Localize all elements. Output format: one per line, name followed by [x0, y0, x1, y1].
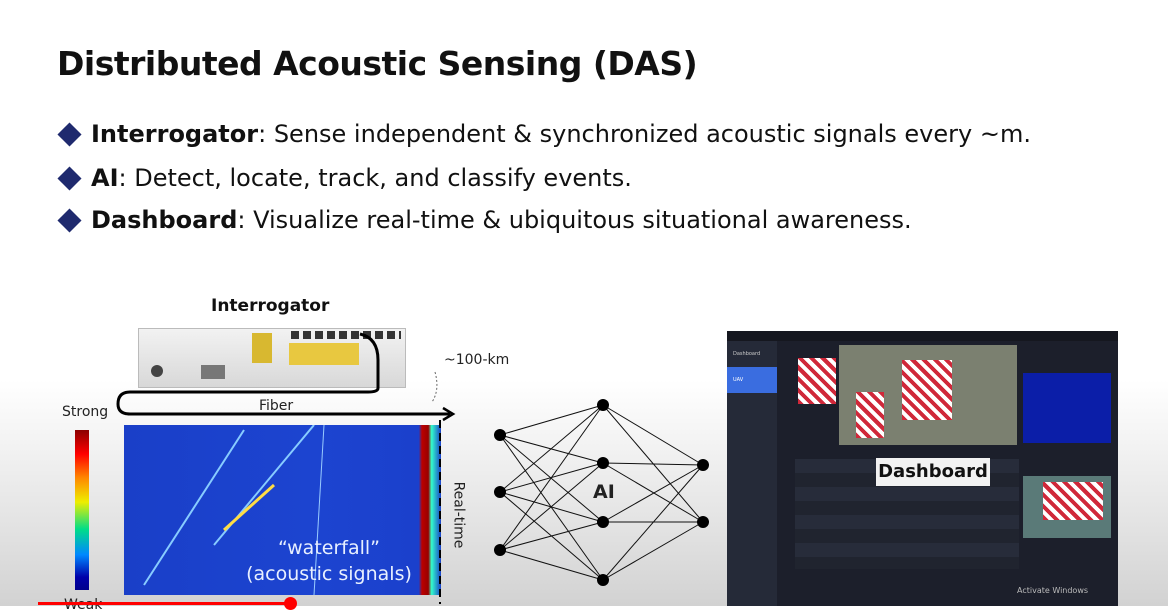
nn-edge — [499, 404, 604, 493]
interrogator-label: Interrogator — [211, 296, 330, 316]
signal-panel — [1023, 373, 1111, 443]
nn-edge — [602, 521, 704, 581]
distance-label: ~100-km — [444, 352, 510, 368]
nn-edge — [499, 462, 604, 551]
redacted-region — [798, 358, 836, 404]
waterfall-label: “waterfall” — [277, 537, 381, 559]
activate-windows-watermark: Activate Windows — [1017, 586, 1089, 595]
neural-network-diagram — [494, 399, 709, 586]
nn-node — [697, 516, 709, 528]
nn-node — [597, 574, 609, 586]
nn-node — [494, 486, 506, 498]
bullet-term: Dashboard — [91, 206, 238, 234]
redacted-region — [1043, 482, 1103, 520]
bullet-term: Interrogator — [91, 120, 259, 148]
nn-node — [597, 457, 609, 469]
nn-edge — [499, 404, 604, 436]
nn-edge — [602, 462, 704, 523]
bullet-term: AI — [91, 164, 119, 192]
video-progress-bar[interactable] — [38, 602, 290, 605]
nn-edge — [499, 434, 604, 523]
dashboard-label: Dashboard — [876, 458, 990, 486]
bullet-text: : Detect, locate, track, and classify ev… — [118, 164, 632, 192]
nn-node — [494, 544, 506, 556]
realtime-arrow — [439, 420, 441, 604]
bullet-ai: AI: Detect, locate, track, and classify … — [57, 164, 632, 192]
intensity-colorbar — [75, 430, 89, 590]
nn-edge — [499, 521, 604, 551]
fiber-label: Fiber — [259, 398, 294, 414]
scale-weak-label: Weak — [64, 597, 103, 613]
bullet-dashboard: Dashboard: Visualize real-time & ubiquit… — [57, 206, 912, 234]
nn-node — [597, 516, 609, 528]
bullet-text: : Visualize real-time & ubiquitous situa… — [237, 206, 912, 234]
redacted-region — [856, 392, 884, 438]
scale-strong-label: Strong — [62, 404, 109, 420]
diamond-bullet-icon — [57, 165, 82, 191]
realtime-label: Real-time — [450, 481, 467, 549]
dashboard-sidebar: Dashboard UAV — [727, 341, 777, 606]
dashboard-nav-item: UAV — [727, 367, 777, 393]
video-scrubber-handle[interactable] — [284, 597, 297, 610]
nn-edge — [602, 404, 704, 466]
nn-edge — [602, 464, 704, 581]
slide-title: Distributed Acoustic Sensing (DAS) — [57, 44, 698, 83]
nn-edge — [499, 549, 604, 581]
fiber-diagram — [116, 332, 456, 422]
interrogator-device-image — [138, 328, 406, 388]
diamond-bullet-icon — [57, 121, 82, 147]
nn-edge — [602, 464, 704, 523]
dashboard-nav-item: Dashboard — [733, 351, 761, 357]
bullet-interrogator: Interrogator: Sense independent & synchr… — [57, 120, 1031, 148]
waterfall-plot: “waterfall” (acoustic signals) — [124, 425, 441, 595]
ai-label: AI — [593, 481, 615, 503]
nn-node — [697, 459, 709, 471]
nn-node — [597, 399, 609, 411]
dashboard-topbar — [727, 331, 1118, 341]
waterfall-sublabel: (acoustic signals) — [246, 563, 412, 585]
nn-node — [494, 429, 506, 441]
nn-edge — [602, 462, 704, 466]
nn-edge — [499, 404, 604, 551]
bullet-text: : Sense independent & synchronized acous… — [258, 120, 1031, 148]
diamond-bullet-icon — [57, 207, 82, 233]
redacted-region — [902, 360, 952, 420]
